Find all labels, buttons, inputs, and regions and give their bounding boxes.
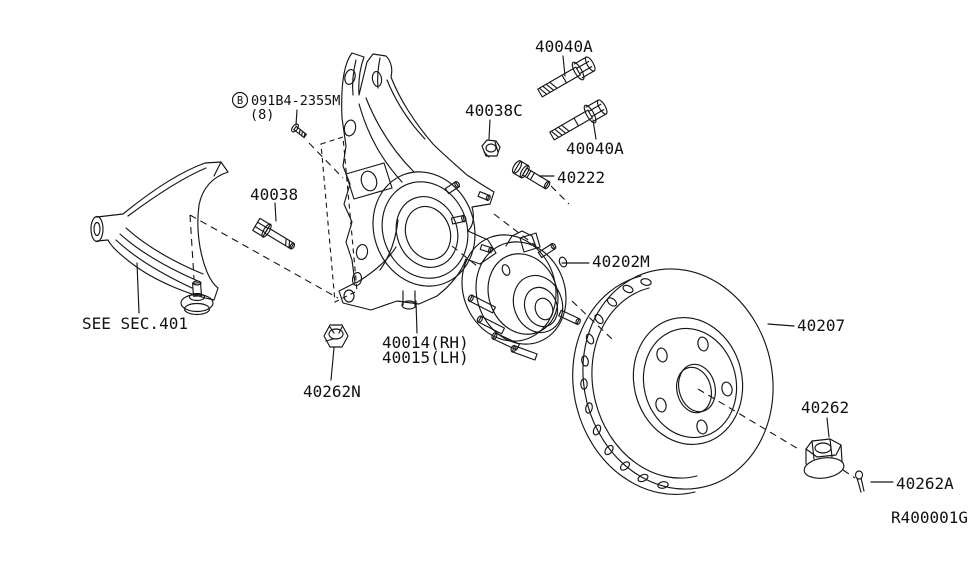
guide-pin-40222-drawing xyxy=(511,159,553,192)
brake-rotor-drawing xyxy=(560,249,796,510)
axle-nut-40262-drawing xyxy=(803,439,845,481)
bolt-40038-drawing xyxy=(252,218,297,253)
label-40262: 40262 xyxy=(801,398,849,417)
label-40207: 40207 xyxy=(797,316,845,335)
label-40040a-lower: 40040A xyxy=(566,139,624,158)
circled-b-icon xyxy=(233,93,248,108)
diagram-ref-code: R400001G xyxy=(891,508,968,527)
label-40014-rh: 40014(RH) xyxy=(382,333,469,352)
label-40222: 40222 xyxy=(557,168,605,187)
hub-bearing-assembly-drawing xyxy=(447,222,581,361)
splash-shield-outline xyxy=(321,137,357,302)
label-40262n: 40262N xyxy=(303,382,361,401)
strut-bolt-upper-drawing xyxy=(535,54,598,102)
label-40038: 40038 xyxy=(250,185,298,204)
label-bolt-code: 091B4-2355M xyxy=(251,93,340,109)
label-40202m: 40202M xyxy=(592,252,650,271)
part-labels: 40040A 40040A 40038C 40222 B 091B4-2355M… xyxy=(82,37,968,527)
control-arm-drawing xyxy=(91,162,228,315)
label-40262a: 40262A xyxy=(896,474,954,493)
leader-lines xyxy=(137,56,893,482)
label-40038c: 40038C xyxy=(465,101,523,120)
ball-joint-drawing xyxy=(181,281,213,315)
strut-bolt-lower-drawing xyxy=(547,97,610,145)
label-40040a-upper: 40040A xyxy=(535,37,593,56)
nut-40262n-drawing xyxy=(324,325,348,347)
assembly-axis-dashed-lines xyxy=(190,143,855,478)
cotter-pin-40262a-drawing xyxy=(856,471,865,492)
nut-40038c-drawing xyxy=(482,140,500,157)
label-bolt-code-qty: (8) xyxy=(250,107,274,123)
steering-knuckle-drawing xyxy=(339,53,496,310)
screw-091b4-drawing xyxy=(290,123,308,140)
label-code-prefix: B xyxy=(237,95,243,107)
label-40015-lh: 40015(LH) xyxy=(382,348,469,367)
label-see-sec-401: SEE SEC.401 xyxy=(82,314,188,333)
